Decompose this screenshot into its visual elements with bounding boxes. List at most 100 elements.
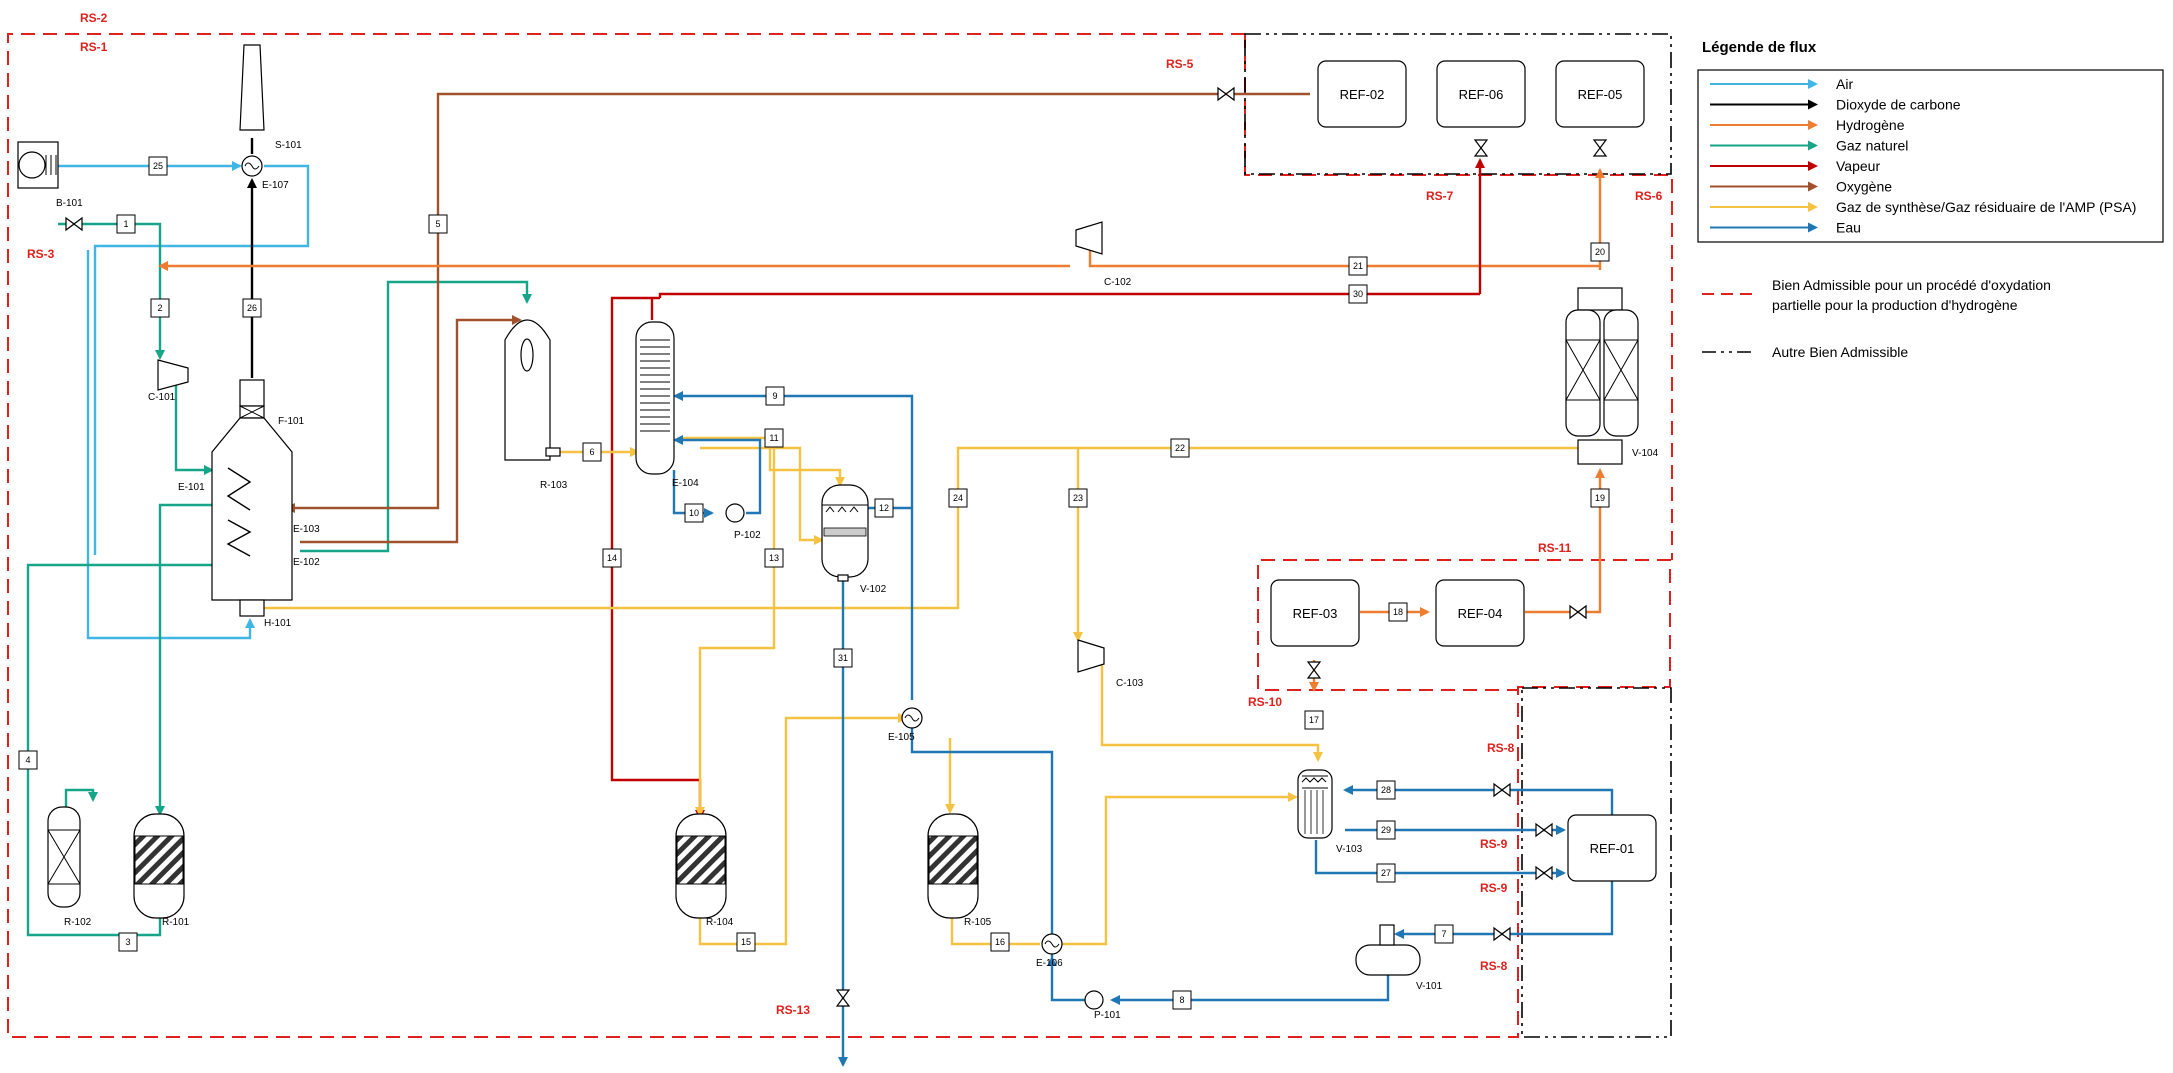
ox-line-r103	[300, 315, 522, 544]
stream-box-3: 3	[118, 932, 138, 952]
ng-line-3	[64, 918, 162, 937]
water-line-28	[1343, 785, 1614, 818]
label-p101: P-101	[1094, 1010, 1121, 1021]
valve-rs8-bottom	[1493, 926, 1511, 942]
label-rs7: RS-7	[1426, 189, 1454, 203]
label-c101: C-101	[148, 392, 176, 403]
ref-05	[1555, 60, 1645, 128]
stream-box-22: 22	[1170, 438, 1190, 458]
ox-line-5	[285, 92, 1310, 513]
label-b101: B-101	[56, 198, 83, 209]
water-line-8	[1110, 960, 1390, 1005]
stream-number-24: 24	[953, 493, 963, 503]
label-r103: R-103	[540, 480, 568, 491]
sg-line-13	[695, 448, 776, 817]
valve-rs7	[1473, 139, 1489, 157]
pump-p101: P-101	[1084, 990, 1121, 1021]
valve-rs8-top	[1493, 782, 1511, 798]
stream-box-4: 4	[18, 750, 38, 770]
sg-line-16	[950, 915, 1040, 946]
stream-number-5: 5	[435, 219, 440, 229]
stream-number-15: 15	[741, 937, 751, 947]
exchanger-e105: E-105	[888, 707, 923, 743]
pump-p102: P-102	[725, 503, 761, 541]
legend-item: Air	[1710, 76, 1853, 92]
stream-number-22: 22	[1175, 443, 1185, 453]
ref-05-label: REF-05	[1578, 87, 1623, 102]
valve-rs13	[835, 989, 851, 1007]
label-e104: E-104	[672, 478, 699, 489]
stream-box-16: 16	[990, 932, 1010, 952]
stream-box-11: 11	[764, 428, 784, 448]
legend-item-label: Hydrogène	[1836, 117, 1905, 133]
ref-02-label: REF-02	[1340, 87, 1385, 102]
label-rs9-bottom: RS-9	[1480, 881, 1508, 895]
compressor-c102: C-102	[1075, 221, 1132, 288]
stream-number-25: 25	[153, 161, 163, 171]
vessel-v101: V-101	[1355, 924, 1443, 992]
stream-box-15: 15	[736, 932, 756, 952]
label-rs5: RS-5	[1166, 57, 1194, 71]
stream-number-17: 17	[1309, 715, 1319, 725]
vessel-v102: V-102	[821, 484, 887, 595]
stream-box-21: 21	[1348, 256, 1368, 276]
reactor-r104: R-104	[675, 813, 734, 928]
water-line-p101	[1047, 956, 1090, 1002]
boundary-label-rs2: RS-2	[80, 11, 108, 25]
sg-line-c103	[1100, 658, 1323, 762]
ref-06-label: REF-06	[1459, 87, 1504, 102]
stream-box-9: 9	[765, 386, 785, 406]
stream-number-30: 30	[1353, 289, 1363, 299]
stream-number-14: 14	[607, 553, 617, 563]
column-e104: E-104	[635, 321, 699, 489]
ng-line-r103	[300, 280, 532, 553]
stream-box-6: 6	[582, 442, 602, 462]
legend-item-label: Air	[1836, 76, 1853, 92]
boundary-other-right	[1521, 687, 1672, 1038]
ng-line-4	[26, 563, 212, 937]
stream-box-10: 10	[684, 503, 704, 523]
water-line-27	[1314, 840, 1566, 878]
legend-item-label: Dioxyde de carbone	[1836, 97, 1961, 113]
ng-line-r101	[155, 503, 212, 816]
blower-b101: B-101	[17, 141, 83, 209]
legend-item-label: Oxygène	[1836, 179, 1892, 195]
equipment: B-101 S-101 E-107 C-101 F-101 E-1	[17, 44, 1659, 1021]
valve-rs6	[1592, 139, 1608, 157]
reactor-r105: R-105	[927, 813, 992, 928]
stream-number-1: 1	[123, 219, 128, 229]
stream-number-27: 27	[1381, 868, 1391, 878]
label-e106: E-106	[1036, 958, 1063, 969]
ref-02	[1317, 60, 1407, 128]
label-p102: P-102	[734, 530, 761, 541]
steam-line-30b	[658, 292, 1480, 298]
stream-box-30: 30	[1348, 284, 1368, 304]
sg-line-11b	[700, 446, 824, 545]
valves	[65, 86, 1608, 1007]
compressor-c103: C-103	[1077, 639, 1144, 689]
stream-number-4: 4	[25, 755, 30, 765]
stream-box-23: 23	[1068, 488, 1088, 508]
legend-boundary-red-2: partielle pour la production d'hydrogène	[1772, 297, 2018, 313]
label-rs8-bottom: RS-8	[1480, 959, 1508, 973]
label-e105: E-105	[888, 732, 915, 743]
boundary-rs1	[7, 33, 1671, 1038]
stream-box-28: 28	[1376, 780, 1396, 800]
label-rs3: RS-3	[27, 247, 55, 261]
stream-number-18: 18	[1393, 607, 1403, 617]
stream-number-16: 16	[995, 937, 1005, 947]
stream-box-29: 29	[1376, 820, 1396, 840]
label-v104: V-104	[1632, 448, 1659, 459]
valve-rs3	[65, 216, 83, 232]
legend-title: Légende de flux	[1702, 39, 1817, 56]
ref-06	[1436, 60, 1526, 128]
water-line-9	[673, 391, 914, 508]
stream-box-1: 1	[116, 214, 136, 234]
psa-v104: V-104	[1565, 287, 1659, 465]
label-rs9-top: RS-9	[1480, 837, 1508, 851]
label-rs10: RS-10	[1248, 695, 1282, 709]
stream-number-10: 10	[689, 508, 699, 518]
label-c102: C-102	[1104, 277, 1132, 288]
legend-item: Gaz de synthèse/Gaz résiduaire de l'AMP …	[1710, 199, 2136, 215]
